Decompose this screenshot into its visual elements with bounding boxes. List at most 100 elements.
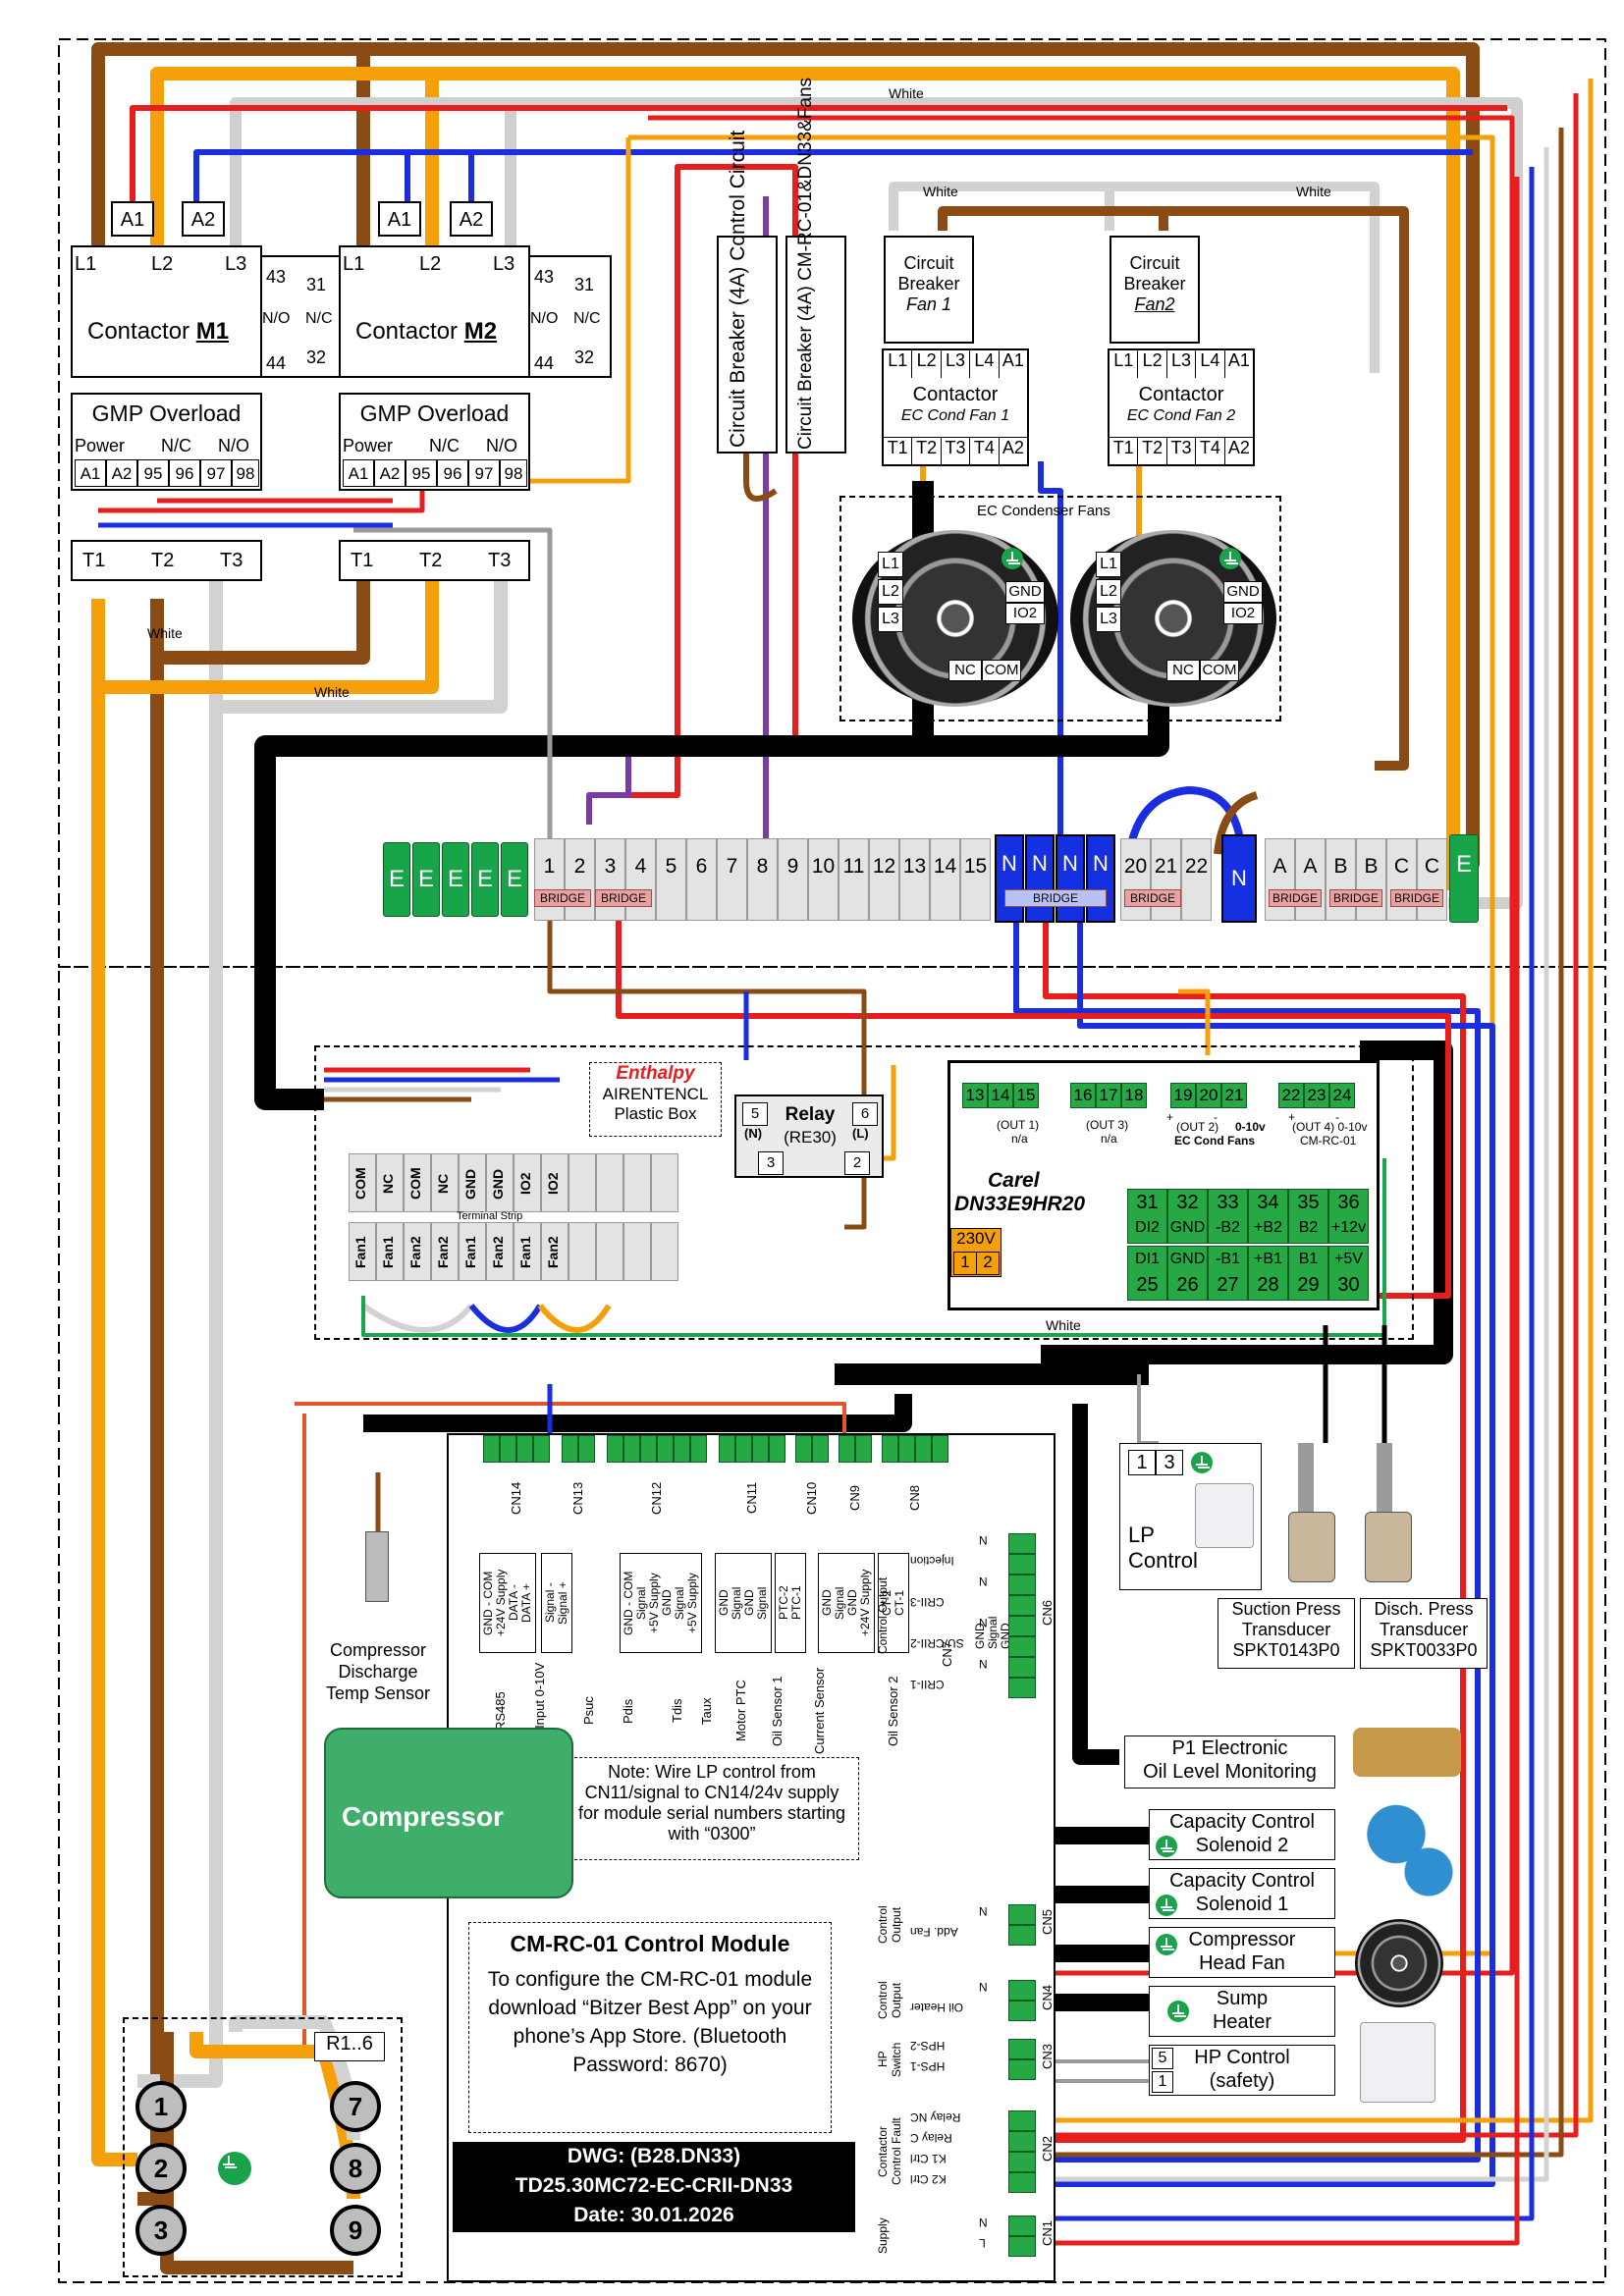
head-fan-image [1355,1919,1443,2007]
phase-terminal: C [1417,838,1447,921]
compressor-terminal-9: 9 [330,2205,381,2256]
carel-input-number: 28 [1257,1274,1279,1296]
terminal-6: 6 [686,838,717,921]
connector-pin-label: Relay NC [910,2110,961,2124]
contactor-m1-title: Contactor M1 [87,318,230,345]
contactor-m2-aux: 43 44 31 32 N/O N/C [528,255,612,378]
carel-input-label: GND [1169,1251,1206,1267]
earth-terminal: E [383,842,410,917]
module-pin [533,1435,550,1463]
carel-output-terminal: 15 [1013,1083,1039,1108]
module-pin [932,1435,948,1463]
ec-condenser-fans-title: EC Condenser Fans [977,503,1110,519]
lower-panel-frame [58,966,1606,2283]
terminal-20: 20 [1120,838,1151,921]
fan-strip-terminal [349,1153,376,1212]
carel-input-number: 31 [1136,1192,1159,1213]
bridge-label: BRIDGE [534,889,591,907]
solenoid-image [1353,1796,1461,1904]
connector-pin-label: SU/CRII-2 [910,1636,964,1650]
carel-input-terminal: GND 26 [1167,1246,1208,1301]
connector-label-cn4: CN4 [1040,1985,1055,2011]
discharge-transducer: Disch. Press Transducer SPKT0033P0 [1360,1598,1488,1669]
terminal-21: 21 [1151,838,1181,921]
terminal-9: 9 [778,838,808,921]
connector-function: Oil Sensor 1 [770,1676,785,1746]
earth-icon [1156,1895,1177,1916]
contactor-m2-title: Contactor M2 [355,318,498,345]
neutral-terminal: N [1221,834,1257,923]
earth-icon [1156,1934,1177,1955]
connector-pins: Signal - Signal + [541,1553,572,1653]
fan-strip-blank [623,1222,651,1281]
earth-icon [1219,548,1241,569]
fan-strip-bottom-label: Fan2 [435,1236,451,1269]
carel-output-terminal: 16 [1070,1083,1096,1108]
svg-text:White: White [147,625,183,641]
fan-strip-top-label: GND [462,1168,478,1200]
module-pin [1008,1636,1036,1657]
carel-output-terminal: 17 [1096,1083,1121,1108]
contactor-m1-a1: A1 [111,201,154,237]
earth-icon [1156,1836,1177,1857]
svg-text:White: White [314,684,350,700]
connector-pin-label: Relay C [910,2131,952,2145]
fan-strip-bottom-label: Fan1 [517,1236,533,1269]
carel-input-number: 27 [1217,1274,1239,1296]
phase-terminal: A [1295,838,1326,921]
connector-function: Taux [699,1697,714,1725]
connector-pin-label: CRII-1 [910,1678,945,1691]
phase-terminal: C [1386,838,1417,921]
carel-input-number: 30 [1337,1274,1360,1296]
enthalpy-label: Enthalpy AIRENTENCL Plastic Box [589,1062,722,1137]
contactor-m1-a2: A2 [182,201,225,237]
earth-terminal: E [442,842,469,917]
module-pin [674,1435,690,1463]
module-pin [1008,1657,1036,1678]
fan-strip-terminal [459,1153,486,1212]
connector-pin-label: N [979,1575,988,1588]
neutral-terminal: N [1025,834,1055,923]
earth-terminal: E [501,842,528,917]
ec-condenser-fans-group [839,496,1281,721]
terminal-2: 2 [565,838,595,921]
contactor-m1: L1 L2 L3 Contactor M1 [71,245,262,378]
overload-m1-outputs: T1 T2 T3 [71,540,262,581]
connector-pin-label: K2 Ctrl [910,2172,947,2186]
fan-strip-terminal [404,1222,431,1281]
contactor-ec-fan1: L1 L2 L3 L4 A1 Contactor EC Cond Fan 1 T… [882,348,1029,466]
connector-label-cn6: CN6 [1040,1600,1055,1627]
module-pin [795,1435,812,1463]
suction-transducer: Suction Press Transducer SPKT0143P0 [1218,1598,1355,1669]
module-pin [1008,2172,1036,2193]
carel-input-number: 29 [1297,1274,1320,1296]
earth-terminal: E [412,842,440,917]
connector-function: Pdis [621,1698,635,1724]
connector-pin-label: N [979,1904,988,1918]
module-pin [1008,2131,1036,2152]
module-pin [1008,2216,1036,2236]
circuit-breaker-fan2: Circuit Breaker Fan2 [1110,236,1200,344]
terminal-3: 3 [595,838,625,921]
fan-strip-terminal [376,1222,404,1281]
connector-label-cn12: CN12 [649,1481,664,1515]
fan-strip-blank [623,1153,651,1212]
module-pin [1008,1904,1036,1925]
carel-input-number: 26 [1176,1274,1199,1296]
carel-input-number: 33 [1217,1192,1239,1213]
terminal-strip-label: Terminal Strip [457,1210,523,1222]
carel-input-label: DI2 [1135,1219,1160,1236]
enthalpy-box-frame [314,1045,1414,1340]
overload-m2: GMP Overload Power N/C N/O A1 A2 95 96 9… [339,393,530,491]
connector-pin-label: N [979,1616,988,1629]
carel-input-label: -B1 [1216,1251,1240,1267]
contactor-m1-aux: 43 44 31 32 N/O N/C [260,255,344,378]
connector-function: Current Sensor [812,1667,827,1755]
